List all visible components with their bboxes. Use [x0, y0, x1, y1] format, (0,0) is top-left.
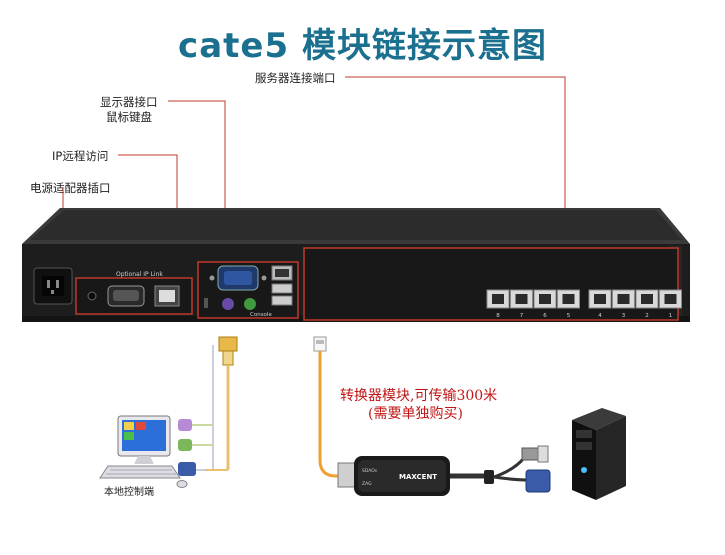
converter-note-line2: (需要单独购买) [368, 406, 463, 422]
server-port-number: 3 [622, 313, 626, 319]
power-socket-label: 电源适配器插口 [30, 181, 111, 195]
keyboard-icon [99, 465, 181, 479]
converter-note-line1: 转换器模块,可传输300米 [340, 388, 498, 404]
vga-plug-top [218, 336, 238, 352]
server-rj45-ports: 8 7 6 5 4 3 2 1 [486, 289, 682, 319]
monitor-port-label: 显示器接口 [100, 95, 158, 109]
server-port-jack [664, 294, 677, 304]
server-port-jack [641, 294, 653, 304]
server-port-number: 4 [598, 313, 602, 319]
page-title: cate5 模块链接示意图 [178, 26, 547, 66]
server-port-number: 2 [645, 313, 649, 319]
console-text: Console [250, 312, 272, 318]
server-port-label: 服务器连接端口 [255, 71, 336, 85]
module-mark-2: ZAG [362, 481, 372, 487]
vga-plug-pc [525, 469, 551, 493]
server-port-jack [539, 294, 551, 304]
server-port-jack [492, 294, 504, 304]
server-port-number: 8 [496, 313, 500, 319]
server-port-jack [515, 294, 528, 304]
usb-port-2 [271, 295, 293, 306]
optional-ip-link-text: Optional IP Link [116, 271, 163, 278]
local-console-illustration [99, 336, 238, 488]
server-port-number: 6 [543, 313, 547, 319]
ip-remote-label: IP远程访问 [52, 149, 109, 163]
server-port-jack [594, 294, 606, 304]
server-port-number: 1 [669, 313, 673, 319]
module-mark-1: SDAOs [362, 468, 378, 474]
module-brand-text: MAXCENT [399, 473, 437, 481]
server-port-jack [562, 294, 575, 304]
pc-tower [572, 420, 596, 500]
server-port-number: 5 [567, 313, 571, 319]
vga-plug-blue [178, 462, 196, 476]
ps2-keyboard-port [222, 298, 234, 310]
server-port-number: 7 [520, 313, 524, 319]
orange-cable [318, 351, 352, 478]
server-ports-box [303, 247, 679, 321]
kvm-chassis: 8 7 6 5 4 3 2 1 [22, 208, 690, 322]
mouse-icon [176, 480, 188, 488]
usb-port-1 [271, 283, 293, 294]
module-plug [337, 462, 357, 488]
callout-line-server [345, 76, 566, 246]
mouse-keyboard-label: 鼠标键盘 [106, 110, 152, 124]
ps2-plug-green [178, 439, 192, 451]
converter-illustration [313, 336, 626, 500]
server-port-jack [617, 294, 630, 304]
ps2-mouse-port [244, 298, 256, 310]
local-console-label: 本地控制端 [104, 487, 154, 498]
ps2-plug-purple [178, 419, 192, 431]
